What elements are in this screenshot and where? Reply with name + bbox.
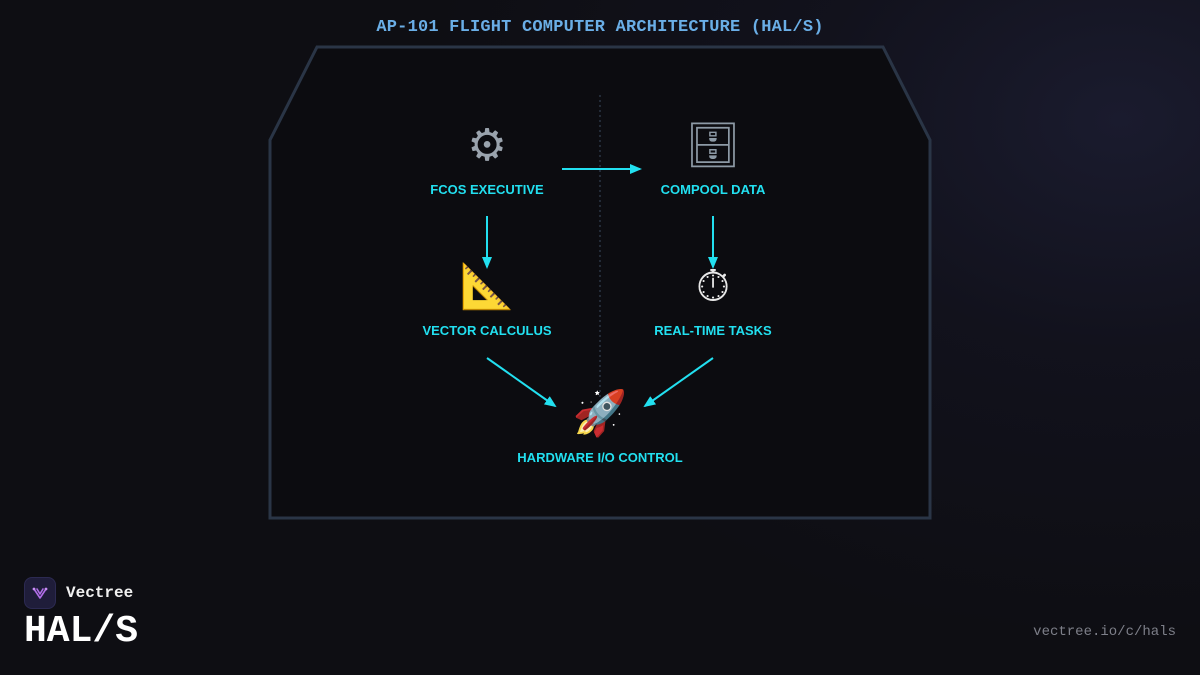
node-compool-data: 🗄 COMPOOL DATA (603, 118, 823, 197)
node-label: REAL-TIME TASKS (654, 323, 772, 338)
node-label: HARDWARE I/O CONTROL (517, 450, 683, 465)
rocket-icon: 🚀 (572, 388, 628, 439)
node-label: VECTOR CALCULUS (422, 323, 552, 338)
edge-vector-to-hardware (486, 357, 557, 408)
node-vector-calculus: 📐 VECTOR CALCULUS (377, 259, 597, 338)
language-title: HAL/S (24, 610, 139, 653)
node-label: COMPOOL DATA (660, 182, 766, 197)
brand: Vectree (24, 577, 133, 609)
node-hardware-io-control: 🚀 HARDWARE I/O CONTROL (490, 386, 710, 465)
brand-name: Vectree (66, 584, 134, 602)
node-real-time-tasks: ⏱ REAL-TIME TASKS (603, 259, 823, 338)
vectree-logo-icon (24, 577, 56, 609)
diagram-title: AP-101 FLIGHT COMPUTER ARCHITECTURE (HAL… (376, 18, 824, 37)
architecture-frame (268, 45, 932, 520)
node-label: FCOS EXECUTIVE (430, 182, 544, 197)
edge-realtime-to-hardware (643, 357, 714, 408)
file-cabinet-icon: 🗄 (685, 120, 741, 171)
course-url[interactable]: vectree.io/c/hals (1033, 624, 1176, 640)
stopwatch-icon: ⏱ (695, 261, 731, 312)
gear-icon: ⚙ (467, 120, 507, 171)
node-fcos-executive: ⚙ FCOS EXECUTIVE (377, 118, 597, 197)
triangular-ruler-icon: 📐 (459, 261, 515, 312)
